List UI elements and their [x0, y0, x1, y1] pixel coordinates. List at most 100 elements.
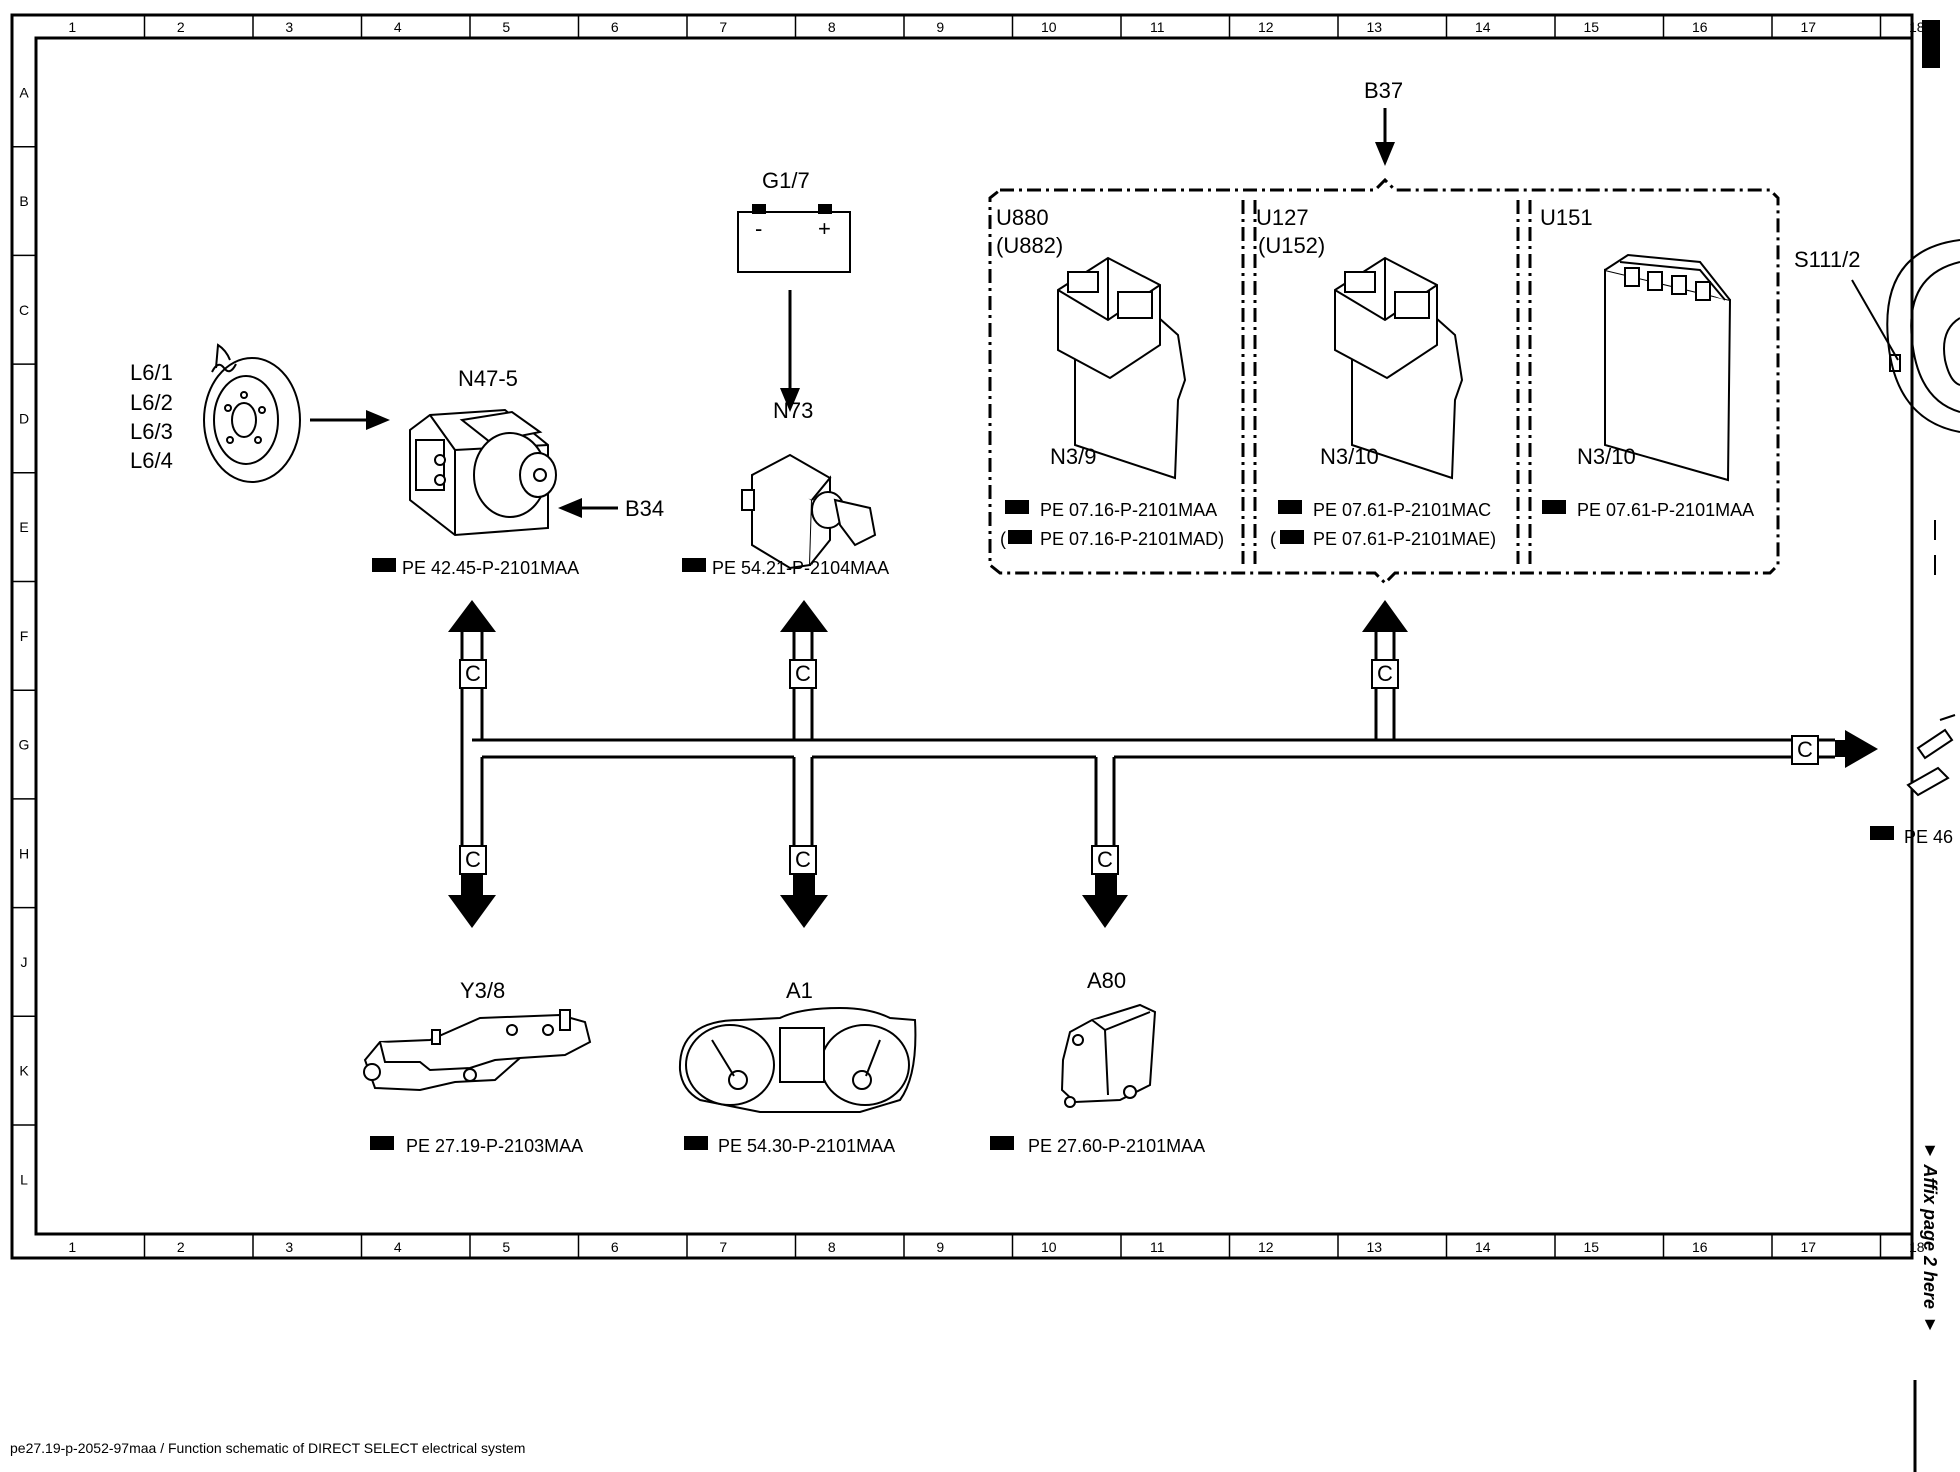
signal-arrow	[310, 410, 390, 430]
grid-col-label: 3	[285, 1239, 293, 1255]
document-caption: pe27.19-p-2052-97maa / Function schemati…	[10, 1440, 526, 1456]
label-l6-2: L6/2	[130, 390, 173, 415]
label-n3-10b: N3/10	[1577, 444, 1636, 469]
bus-markers: C C C C C C C	[459, 659, 1819, 875]
page-edge-marks	[1913, 20, 1940, 1472]
grid-col-label: 10	[1041, 1239, 1057, 1255]
grid-row-label: A	[19, 84, 29, 100]
label-n3-9: N3/9	[1050, 444, 1096, 469]
grid-col-label: 5	[502, 19, 510, 35]
grid-col-label: 2	[177, 19, 185, 35]
grid-col-label: 15	[1583, 19, 1599, 35]
grid-col-label: 10	[1041, 19, 1057, 35]
can-bus	[460, 632, 1835, 875]
grid-col-label: 6	[611, 19, 619, 35]
ref-n47-5: PE 42.45-P-2101MAA	[402, 558, 579, 578]
label-b34: B34	[625, 496, 664, 521]
grid-col-label: 4	[394, 1239, 402, 1255]
ref-icon	[370, 1136, 394, 1150]
svg-text:C: C	[465, 847, 481, 872]
ref-icon	[990, 1136, 1014, 1150]
grid-col-label: 16	[1692, 1239, 1708, 1255]
grid-labels: 1122334455667788991010111112121313141415…	[19, 19, 1925, 1255]
control-unit-icon	[1334, 256, 1464, 480]
grid-col-label: 5	[502, 1239, 510, 1255]
grid-col-label: 12	[1258, 1239, 1274, 1255]
grid-col-label: 18	[1909, 19, 1925, 35]
ref-icon	[1542, 500, 1566, 514]
label-l6-1: L6/1	[130, 360, 173, 385]
ignition-switch-icon	[741, 453, 877, 570]
ecu-dividers	[1241, 200, 1532, 564]
bus-marker: C	[1791, 735, 1819, 765]
grid-ticks	[12, 15, 1882, 1258]
grid-col-label: 12	[1258, 19, 1274, 35]
ref-icon	[682, 558, 706, 572]
grid-col-label: 2	[177, 1239, 185, 1255]
grid-col-label: 4	[394, 19, 402, 35]
grid-row-label: L	[20, 1171, 28, 1187]
ref-ecu1: PE 07.16-P-2101MAA	[1040, 500, 1217, 520]
grid-row-label: G	[19, 737, 30, 753]
connector-icon	[1906, 714, 1956, 797]
label-u880: U880	[996, 205, 1049, 230]
grid-col-label: 6	[611, 1239, 619, 1255]
grid-col-label: 11	[1150, 19, 1165, 35]
wheel-speed-sensor-icon	[203, 343, 301, 483]
grid-col-label: 8	[828, 19, 836, 35]
label-u152: (U152)	[1258, 233, 1325, 258]
grid-row-label: C	[19, 302, 29, 318]
ecu-group-outline	[988, 177, 1780, 586]
ref-ecu1-alt-open: (	[1000, 529, 1006, 549]
ref-n73: PE 54.21-P-2104MAA	[712, 558, 889, 578]
control-unit-icon	[1057, 256, 1187, 480]
grid-col-label: 9	[936, 1239, 944, 1255]
valve-body-icon	[363, 1009, 592, 1092]
ref-icon	[1005, 500, 1029, 514]
grid-col-label: 17	[1800, 19, 1816, 35]
battery-icon: - +	[737, 204, 851, 273]
svg-text:C: C	[1377, 661, 1393, 686]
label-l6-4: L6/4	[130, 448, 173, 473]
ref-icon	[372, 558, 396, 572]
label-g1-7: G1/7	[762, 168, 810, 193]
ref-ecu1-alt: PE 07.16-P-2101MAD)	[1040, 529, 1224, 549]
svg-text:C: C	[795, 847, 811, 872]
grid-col-label: 11	[1150, 1239, 1165, 1255]
grid-col-label: 7	[719, 19, 727, 35]
grid-row-label: F	[20, 628, 29, 644]
instrument-cluster-icon	[678, 1006, 917, 1113]
affix-note: ▼ Affix page 2 here ▼	[1920, 1140, 1940, 1335]
label-l6-3: L6/3	[130, 419, 173, 444]
abs-hydraulic-unit-icon	[409, 408, 557, 537]
steering-wheel-icon	[1851, 239, 1960, 433]
ref-icon	[684, 1136, 708, 1150]
label-u127: U127	[1256, 205, 1309, 230]
grid-col-label: 14	[1475, 1239, 1491, 1255]
ref-icon	[1870, 826, 1894, 840]
drawing-frame	[10, 13, 1914, 1260]
ref-ecu2-alt-open: (	[1270, 529, 1276, 549]
label-n3-10: N3/10	[1320, 444, 1379, 469]
grid-col-label: 17	[1800, 1239, 1816, 1255]
ref-ecu2: PE 07.61-P-2101MAC	[1313, 500, 1491, 520]
ref-ecu3: PE 07.61-P-2101MAA	[1577, 500, 1754, 520]
svg-text:C: C	[1797, 737, 1813, 762]
ref-icon	[1280, 530, 1304, 544]
grid-col-label: 3	[285, 19, 293, 35]
signal-arrow	[780, 290, 800, 412]
label-n73: N73	[773, 398, 813, 423]
grid-row-label: D	[19, 410, 29, 426]
label-a1: A1	[786, 978, 813, 1003]
ref-icon	[1278, 500, 1302, 514]
bus-marker: C	[1371, 659, 1399, 689]
grid-col-label: 9	[936, 19, 944, 35]
svg-text:+: +	[818, 216, 831, 241]
label-a80: A80	[1087, 968, 1126, 993]
svg-text:-: -	[755, 216, 762, 241]
svg-text:C: C	[1097, 847, 1113, 872]
label-u882: (U882)	[996, 233, 1063, 258]
signal-arrow	[1375, 108, 1395, 166]
label-s111-2: S111/2	[1794, 247, 1860, 272]
